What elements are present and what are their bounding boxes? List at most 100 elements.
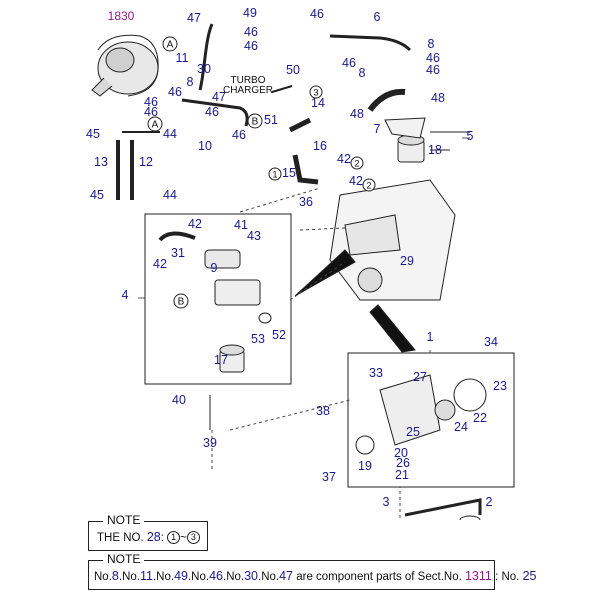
part-callout-25: 25	[406, 425, 420, 439]
part-callout-22: 22	[473, 411, 487, 425]
note-1-range-start: 1	[167, 531, 181, 545]
part-callout-48: 48	[431, 91, 445, 105]
part-callout-8: 8	[428, 37, 435, 51]
part-callout-10: 10	[198, 139, 212, 153]
part-callout-33: 33	[369, 366, 383, 380]
part-callout-27: 27	[413, 370, 427, 384]
part-callout-3: 3	[383, 495, 390, 509]
note-2-items: No.8.No.11.No.49.No.46.No.30.No.47	[94, 569, 294, 583]
part-callout-26: 26	[396, 456, 410, 470]
part-callout-4: 4	[122, 288, 129, 302]
circled-ref-ring	[309, 85, 323, 99]
circled-ref-ring	[350, 156, 364, 170]
part-callout-16: 16	[313, 139, 327, 153]
circled-reference-markers: A A B B 3 2 1 2	[147, 36, 376, 309]
part-callout-18: 18	[428, 143, 442, 157]
part-callout-51: 51	[264, 113, 278, 127]
note-2-section: 1311	[464, 569, 492, 583]
note-box-1: NOTE THE NO. 28: 1~3	[88, 513, 208, 551]
part-callout-46: 46	[310, 7, 324, 21]
circled-ref-2: 2	[350, 156, 364, 170]
part-callout-42: 42	[349, 174, 363, 188]
part-callout-14: 14	[311, 96, 325, 110]
part-callout-5: 5	[467, 129, 474, 143]
circled-ref-B: B	[247, 113, 263, 129]
note-2-item-number: 49	[174, 569, 188, 583]
part-callout-37: 37	[322, 470, 336, 484]
note-2-item-prefix: No.	[261, 571, 280, 583]
part-callout-48: 48	[350, 107, 364, 121]
note-1-colon: :	[160, 532, 164, 544]
part-callout-39: 39	[203, 436, 217, 450]
part-callout-31: 31	[171, 246, 185, 260]
circled-ref-ring	[162, 36, 178, 52]
part-callout-46: 46	[244, 39, 258, 53]
circled-ref-A: A	[162, 36, 178, 52]
part-callout-41: 41	[234, 218, 248, 232]
turbocharger-drawing	[91, 34, 159, 97]
part-callout-24: 24	[454, 420, 468, 434]
part-callout-42: 42	[337, 152, 351, 166]
part-callout-30: 30	[197, 62, 211, 76]
part-callout-46: 46	[426, 51, 440, 65]
note-2-body: No.8.No.11.No.49.No.46.No.30.No.47 are c…	[94, 569, 536, 583]
circled-ref-ring	[268, 167, 282, 181]
note-1-range-sep: ~	[180, 532, 187, 544]
note-box-2: NOTE No.8.No.11.No.49.No.46.No.30.No.47 …	[88, 552, 536, 590]
part-callout-7: 7	[374, 122, 381, 136]
part-callout-47: 47	[212, 90, 226, 104]
note-2-last: 25	[522, 569, 537, 583]
engine-block-drawing	[294, 179, 456, 353]
circled-ref-2: 2	[362, 178, 376, 192]
circled-ref-B: B	[173, 293, 189, 309]
part-callout-44: 44	[163, 188, 177, 202]
oil-filter-lower-drawing	[219, 344, 245, 373]
part-callout-36: 36	[299, 195, 313, 209]
note-2-item-prefix: No.	[226, 571, 245, 583]
part-callout-46: 46	[168, 85, 182, 99]
circled-ref-label: 2	[366, 181, 371, 191]
note-1-prefix: THE NO.	[97, 532, 144, 544]
part-callout-45: 45	[86, 127, 100, 141]
part-callout-6: 6	[374, 10, 381, 24]
part-callout-46: 46	[205, 105, 219, 119]
circled-ref-A: A	[147, 116, 163, 132]
circled-ref-ring	[173, 293, 189, 309]
circled-ref-label: 1	[272, 170, 277, 180]
part-callout-1: 1	[427, 330, 434, 344]
part-callout-46: 46	[426, 63, 440, 77]
part-callout-8: 8	[359, 66, 366, 80]
part-callout-8: 8	[187, 75, 194, 89]
note-2-item-number: 47	[279, 569, 294, 583]
circled-ref-label: B	[252, 117, 259, 128]
part-callout-42: 42	[153, 257, 167, 271]
circled-ref-ring	[147, 116, 163, 132]
note-1-title: NOTE	[103, 513, 145, 527]
note-2-item-prefix: No.	[94, 571, 112, 583]
part-callout-42: 42	[188, 217, 202, 231]
circled-ref-label: 3	[313, 88, 318, 98]
circled-ref-label: B	[178, 297, 185, 308]
part-callout-47: 47	[187, 11, 201, 25]
part-callout-50: 50	[286, 63, 300, 77]
note-2-item-prefix: No.	[122, 571, 140, 583]
part-callout-12: 12	[139, 155, 153, 169]
part-callout-46: 46	[342, 56, 356, 70]
part-callout-46: 46	[244, 25, 258, 39]
part-callout-38: 38	[316, 404, 330, 418]
note-2-item-number: 8	[111, 569, 119, 583]
circled-ref-ring	[247, 113, 263, 129]
part-callout-46: 46	[144, 105, 158, 119]
part-callout-21: 21	[395, 468, 409, 482]
circled-ref-label: 2	[354, 159, 359, 169]
part-callout-49: 49	[243, 6, 257, 20]
note-1-number: 28	[146, 530, 161, 544]
part-callout-2: 2	[486, 495, 493, 509]
note-2-item-prefix: No.	[156, 571, 175, 583]
note-2-tail: : No.	[495, 571, 520, 583]
part-callout-20: 20	[394, 446, 408, 460]
note-2-middle: are component parts of Sect.No.	[296, 571, 462, 583]
